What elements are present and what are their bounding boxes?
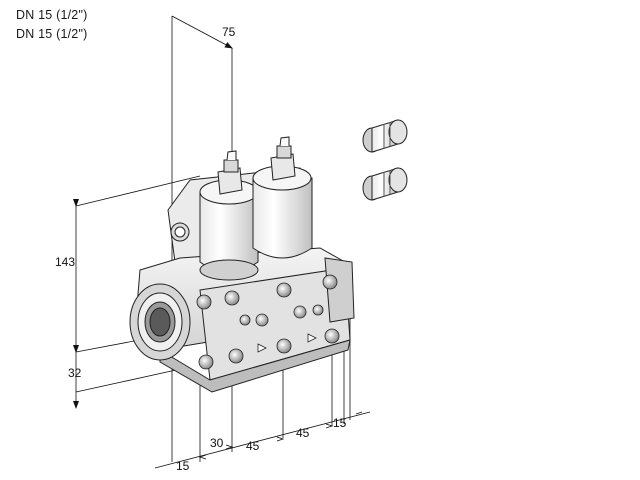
dim-height-32: 32	[68, 366, 82, 380]
cable-gland-2	[362, 167, 408, 201]
dim-width-30: 30	[210, 436, 224, 450]
header-line-2: DN 15 (1/2")	[16, 27, 88, 41]
header-line-1: DN 15 (1/2")	[16, 8, 88, 22]
body-bolts	[196, 274, 340, 370]
connector-right	[270, 136, 296, 181]
connector-left	[217, 150, 243, 195]
cable-gland-1	[362, 119, 408, 153]
dim-width-45-b: 45	[296, 426, 310, 440]
dim-width-15-left: 15	[176, 459, 190, 473]
inlet-port	[129, 283, 191, 361]
dim-depth-75: 75	[222, 25, 236, 39]
flow-direction-markers	[257, 333, 317, 353]
dim-width-45-a: 45	[246, 439, 260, 453]
solenoid-coil-right	[252, 165, 313, 259]
solenoid-coil-left	[199, 179, 259, 281]
dim-height-143: 143	[55, 255, 75, 269]
dim-width-15-right: 15	[333, 416, 347, 430]
